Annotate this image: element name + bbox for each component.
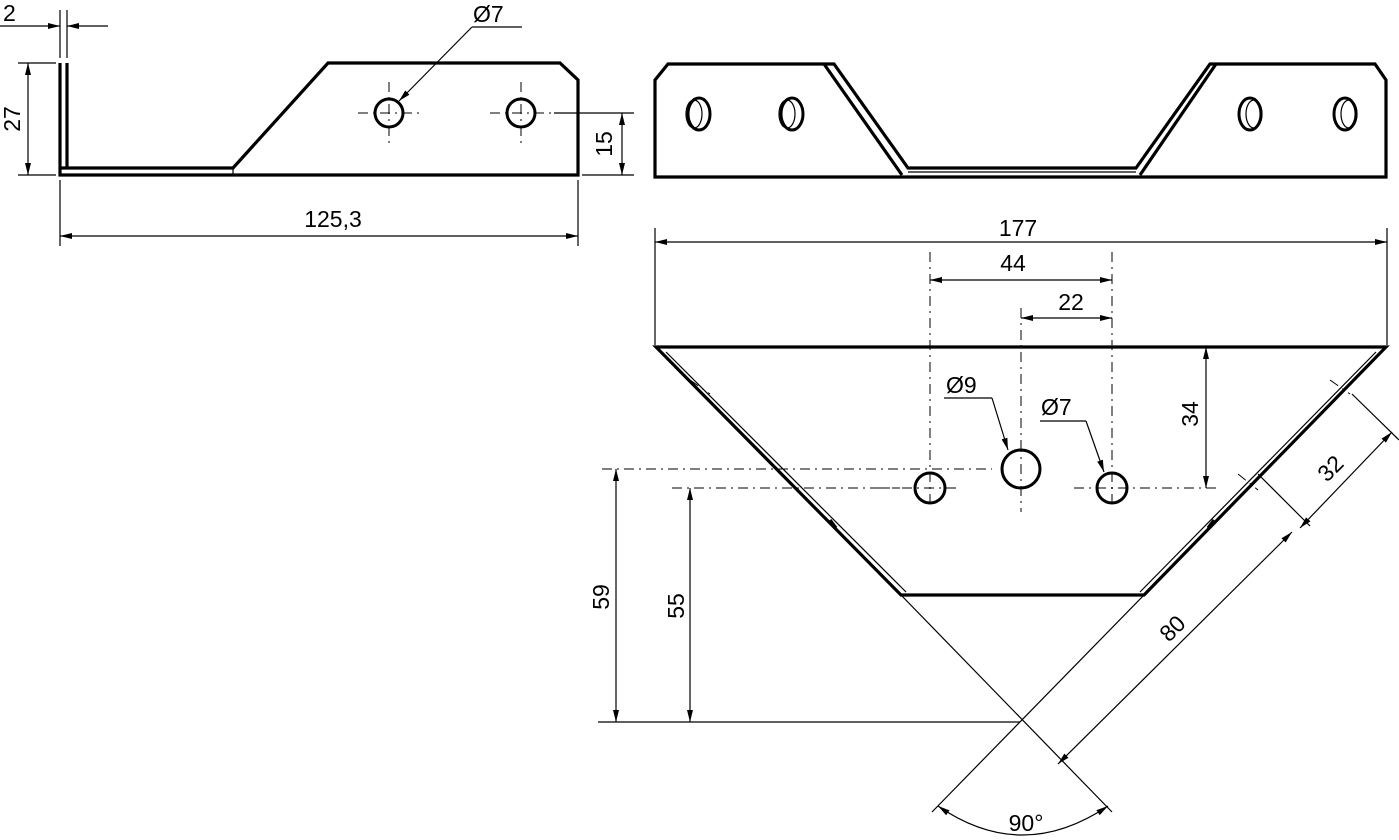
dim-angle-label: 90° xyxy=(1009,810,1044,836)
front-slot-2 xyxy=(778,96,805,132)
dim-angle: 90° xyxy=(937,805,1109,836)
front-slot-4 xyxy=(1332,96,1358,132)
front-slot-1 xyxy=(685,96,712,132)
dim-side-hole-height: 15 xyxy=(554,112,634,176)
dim-height-b: 55 xyxy=(663,488,693,722)
top-hole-center xyxy=(1000,442,1042,512)
top-view: 177 44 22 Ø9 Ø7 34 xyxy=(588,215,1399,836)
leader-center-hole: Ø9 xyxy=(944,372,1009,451)
side-view: 2 27 125,3 Ø7 15 xyxy=(0,0,634,246)
leader-outer-hole: Ø7 xyxy=(1040,394,1105,473)
dim-wing-hole-offset-label: 32 xyxy=(1312,450,1348,486)
dim-outer-hole-spacing: 44 xyxy=(930,250,1112,283)
side-hole-1 xyxy=(358,82,420,144)
dim-hole-depth: 34 xyxy=(1177,347,1209,488)
dim-thickness: 2 xyxy=(0,0,108,58)
dim-wing-length: 80 xyxy=(1057,531,1293,765)
front-view xyxy=(653,62,1388,179)
dim-width-label: 177 xyxy=(999,215,1037,241)
dim-wing-length-label: 80 xyxy=(1154,610,1190,646)
dim-height-b-label: 55 xyxy=(663,593,689,619)
top-hole-right xyxy=(1074,471,1220,505)
dim-hole-depth-label: 34 xyxy=(1177,401,1203,427)
dim-side-length-label: 125,3 xyxy=(304,206,362,232)
dim-outer-hole-spacing-label: 44 xyxy=(1000,250,1026,276)
dim-inner-hole-spacing: 22 xyxy=(1021,289,1112,321)
dim-height-a-label: 59 xyxy=(588,584,614,610)
dim-thickness-label: 2 xyxy=(3,0,16,26)
side-hole-2 xyxy=(490,82,552,144)
dim-center-hole-label: Ø9 xyxy=(946,372,977,398)
dim-width: 177 xyxy=(654,215,1388,345)
leader-side-hole: Ø7 xyxy=(398,1,522,102)
dim-height-a: 59 xyxy=(588,469,1020,723)
dim-side-hole-label: Ø7 xyxy=(473,1,504,27)
dim-side-length: 125,3 xyxy=(59,180,579,246)
dim-flange-height: 27 xyxy=(0,62,56,176)
dim-inner-hole-spacing-label: 22 xyxy=(1058,289,1084,315)
dim-flange-height-label: 27 xyxy=(0,106,25,132)
top-hole-left xyxy=(880,471,956,505)
front-slot-3 xyxy=(1237,96,1263,132)
dim-outer-hole-label: Ø7 xyxy=(1041,394,1072,420)
dim-side-hole-height-label: 15 xyxy=(591,131,617,157)
dim-wing-hole-offset: 32 xyxy=(1257,393,1399,529)
